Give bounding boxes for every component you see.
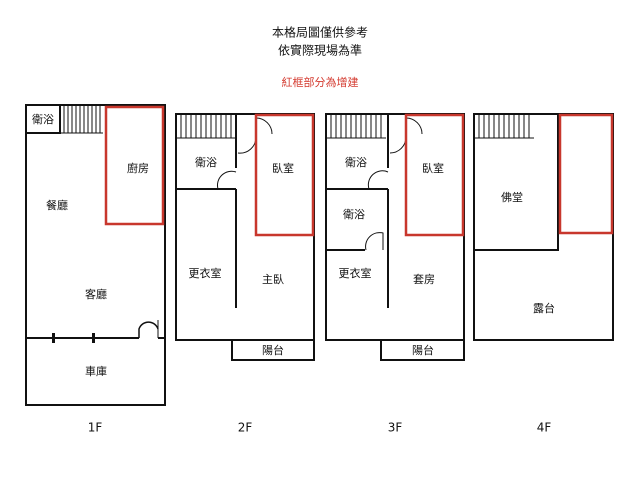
addition-frame (254, 113, 315, 237)
balcony (380, 339, 465, 361)
room-label: 臥室 (422, 161, 444, 175)
room-label: 衛浴 (343, 208, 365, 221)
stairs-icon (60, 106, 103, 134)
room-label: 廚房 (127, 161, 149, 175)
stairs-icon (176, 115, 236, 139)
stairs-icon (326, 115, 386, 139)
room-label: 客廳 (85, 287, 107, 301)
door-icon (217, 170, 237, 190)
addition-frame (104, 105, 165, 226)
addition-note: 紅框部分為增建 (282, 75, 359, 89)
room-label: 露台 (533, 301, 555, 315)
floor-label: 3F (388, 421, 403, 435)
room-label: 衛浴 (345, 156, 367, 169)
room-label: 衛浴 (32, 113, 54, 126)
door-icon (365, 170, 389, 251)
floor-label: 2F (238, 421, 253, 435)
interior-wall (176, 114, 237, 308)
room-label: 陽台 (412, 343, 434, 357)
floor-label: 4F (537, 421, 552, 435)
interior-wall (326, 114, 389, 308)
addition-frame (404, 113, 465, 237)
door-icon (138, 321, 159, 338)
outer-wall (325, 113, 465, 341)
outer-wall (175, 113, 315, 341)
floor-2f: 衛浴 臥室 更衣室 主臥 陽台 2F (175, 113, 315, 435)
stairs-icon (474, 115, 534, 139)
interior-wall (474, 114, 559, 251)
room-label: 更衣室 (189, 266, 222, 280)
room-label: 車庫 (85, 364, 107, 378)
room-label: 臥室 (272, 161, 294, 175)
room-label: 餐廳 (46, 198, 68, 212)
addition-frame (558, 113, 614, 235)
floor-1f: 衛浴 廚房 餐廳 客廳 車庫 1F (25, 104, 166, 435)
floor-label: 1F (88, 421, 103, 435)
room-label: 套房 (413, 273, 435, 286)
window-icon (92, 333, 95, 343)
room-label: 佛堂 (501, 191, 523, 204)
floor-3f: 衛浴 臥室 衛浴 更衣室 套房 陽台 3F (325, 113, 465, 435)
room-label: 衛浴 (195, 156, 217, 169)
balcony (231, 339, 315, 361)
disclaimer-line-1: 本格局圖僅供參考 (272, 25, 368, 40)
window-icon (52, 333, 55, 343)
room-label: 陽台 (262, 343, 284, 357)
outer-wall (25, 104, 166, 406)
floor-4f: 佛堂 露台 4F (473, 113, 614, 435)
disclaimer-line-2: 依實際現場為準 (278, 43, 362, 58)
room-label: 更衣室 (339, 266, 372, 280)
room-label: 主臥 (262, 273, 284, 286)
